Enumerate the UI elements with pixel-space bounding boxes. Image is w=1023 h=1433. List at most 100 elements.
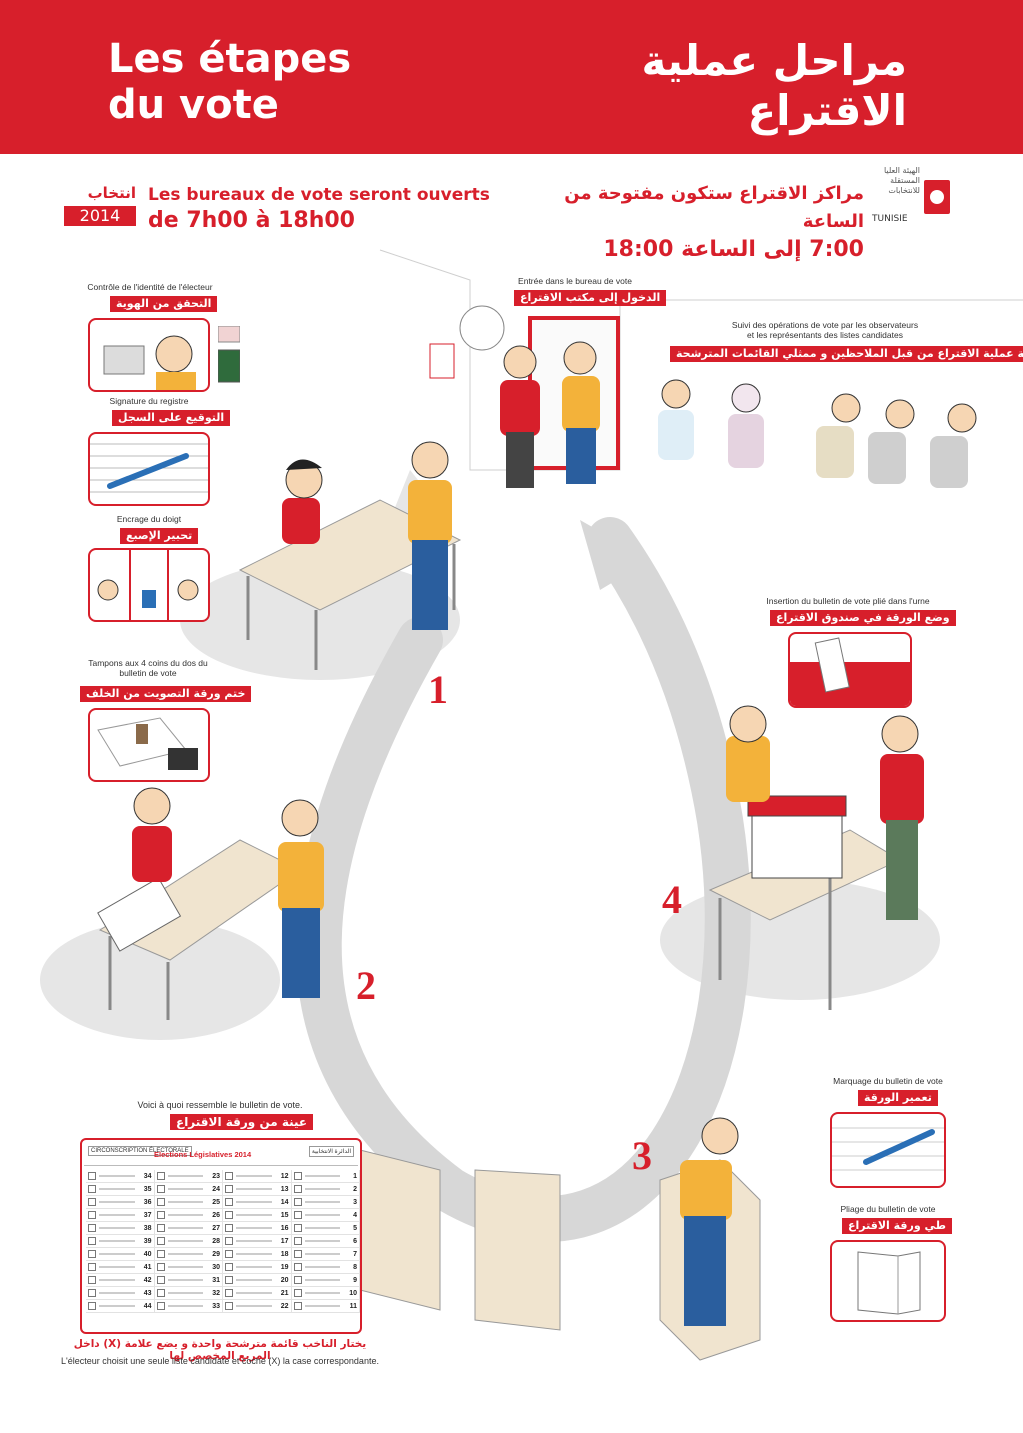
ballot-checkbox xyxy=(225,1250,233,1258)
ballot-list-name xyxy=(99,1266,135,1268)
ballot-list-name xyxy=(304,1214,340,1216)
ballot-list-number: 24 xyxy=(212,1185,220,1193)
ballot-list-number: 29 xyxy=(212,1250,220,1258)
ballot-list-name xyxy=(304,1253,340,1255)
ballot-list-number: 32 xyxy=(212,1289,220,1297)
title-arabic: مراحل عملية الاقتراع xyxy=(641,36,907,135)
signature-label-ar: التوقيع على السجل xyxy=(112,410,231,426)
ballot-checkbox xyxy=(225,1276,233,1284)
ballot-list-name xyxy=(236,1279,272,1281)
ballot-list-name xyxy=(304,1305,340,1307)
ballot-list-name xyxy=(236,1240,272,1242)
ballot-list-number: 44 xyxy=(143,1302,152,1310)
ballot-cell: 29 xyxy=(155,1248,223,1260)
pen-icon xyxy=(107,453,189,489)
opening-hours-french: Les bureaux de vote seront ouverts de 7h… xyxy=(148,185,490,233)
ballot-list-name xyxy=(99,1279,135,1281)
ballot-cell: 39 xyxy=(86,1235,155,1247)
ballot-list-number: 33 xyxy=(212,1302,220,1310)
ballot-list-name xyxy=(99,1175,135,1177)
ballot-list-number: 14 xyxy=(280,1198,289,1206)
fold-label-fr: Pliage du bulletin de vote xyxy=(840,1204,936,1214)
ballot-list-name xyxy=(167,1227,203,1229)
ballot-cell: 21 xyxy=(223,1287,292,1299)
ballot-cell: 33 xyxy=(155,1300,223,1312)
ballot-stamp-panel xyxy=(88,708,210,782)
ballot-cell: 26 xyxy=(155,1209,223,1221)
ballot-list-name xyxy=(304,1292,340,1294)
ballot-list-number: 5 xyxy=(353,1224,357,1232)
ballot-list-name xyxy=(99,1188,135,1190)
ballot-checkbox xyxy=(88,1172,96,1180)
sample-ballot: CIRCONSCRIPTION ÉLECTORALE Elections Lég… xyxy=(80,1138,362,1334)
ballot-cell: 8 xyxy=(292,1261,360,1273)
entry-label-fr: Entrée dans le bureau de vote xyxy=(518,276,632,286)
ballot-cell: 4 xyxy=(292,1209,360,1221)
ballot-cell: 25 xyxy=(155,1196,223,1208)
ballot-list-number: 30 xyxy=(212,1263,220,1271)
ballot-checkbox xyxy=(225,1185,233,1193)
ballot-list-name xyxy=(99,1305,135,1307)
ballot-checkbox xyxy=(225,1302,233,1310)
ballot-cell: 15 xyxy=(223,1209,292,1221)
signature-label-fr: Signature du registre xyxy=(109,396,189,406)
ballot-checkbox xyxy=(293,1211,302,1219)
ink-bottle-icon xyxy=(142,590,156,608)
ballot-list-name xyxy=(236,1227,272,1229)
entry-voter xyxy=(562,376,600,432)
ballot-list-name xyxy=(167,1214,203,1216)
voter-booth xyxy=(680,1160,732,1220)
ballot-checkbox xyxy=(156,1289,165,1297)
ballot-list-number: 18 xyxy=(280,1250,289,1258)
ballot-cell: 20 xyxy=(223,1274,292,1286)
ink-pad-icon xyxy=(168,748,198,770)
ballot-cell: 6 xyxy=(292,1235,360,1247)
voter-station-4 xyxy=(726,736,770,802)
sample-ballot-label-ar: عينة من ورقة الاقتراع xyxy=(170,1114,314,1130)
ballot-cell: 23 xyxy=(155,1170,223,1182)
observers-label-fr: Suivi des opérations de vote par les obs… xyxy=(731,320,919,340)
ballot-cell: 34 xyxy=(86,1170,155,1182)
ballot-checkbox xyxy=(88,1185,96,1193)
entry-official xyxy=(500,380,540,436)
id-card-icon xyxy=(103,345,145,375)
ballot-list-number: 3 xyxy=(353,1198,357,1206)
table-station-1 xyxy=(238,499,462,611)
ballot-list-number: 28 xyxy=(212,1237,220,1245)
ballot-list-number: 21 xyxy=(280,1289,289,1297)
ballot-checkbox xyxy=(225,1224,233,1232)
hand-icon xyxy=(97,579,119,601)
ballot-list-name xyxy=(167,1188,203,1190)
ballot-list-name xyxy=(236,1305,272,1307)
ballot-list-name xyxy=(99,1292,135,1294)
ballot-cell: 42 xyxy=(86,1274,155,1286)
ballot-list-number: 41 xyxy=(143,1263,152,1271)
ballot-checkbox xyxy=(225,1237,233,1245)
entry-label-ar: الدخول إلى مكتب الاقتراع xyxy=(514,290,667,306)
ballot-list-name xyxy=(167,1201,203,1203)
stamp-label-ar: ختم ورقة التصويت من الخلف xyxy=(80,686,252,702)
ink-label-fr: Encrage du doigt xyxy=(116,514,182,524)
ballot-list-number: 27 xyxy=(212,1224,220,1232)
ballot-list-name xyxy=(99,1227,135,1229)
ballot-list-number: 25 xyxy=(212,1198,220,1206)
ballot-list-number: 10 xyxy=(349,1289,357,1297)
ballot-checkbox xyxy=(156,1263,165,1271)
ballot-list-name xyxy=(99,1214,135,1216)
ballot-checkbox xyxy=(293,1172,302,1180)
hand-icon xyxy=(177,579,199,601)
ballot-list-name xyxy=(236,1188,272,1190)
ballot-list-name xyxy=(236,1201,272,1203)
no-phone-sign-icon xyxy=(429,343,455,379)
ballot-checkbox xyxy=(88,1289,96,1297)
ballot-checkbox xyxy=(88,1224,96,1232)
stamp-icon xyxy=(136,724,148,744)
ballot-list-name xyxy=(304,1279,340,1281)
ballot-cell: 12 xyxy=(223,1170,292,1182)
observers-label-ar: مراقبة عملية الاقتراع من قبل الملاحظين و… xyxy=(670,346,1023,362)
voting-flow-path xyxy=(295,517,751,1242)
